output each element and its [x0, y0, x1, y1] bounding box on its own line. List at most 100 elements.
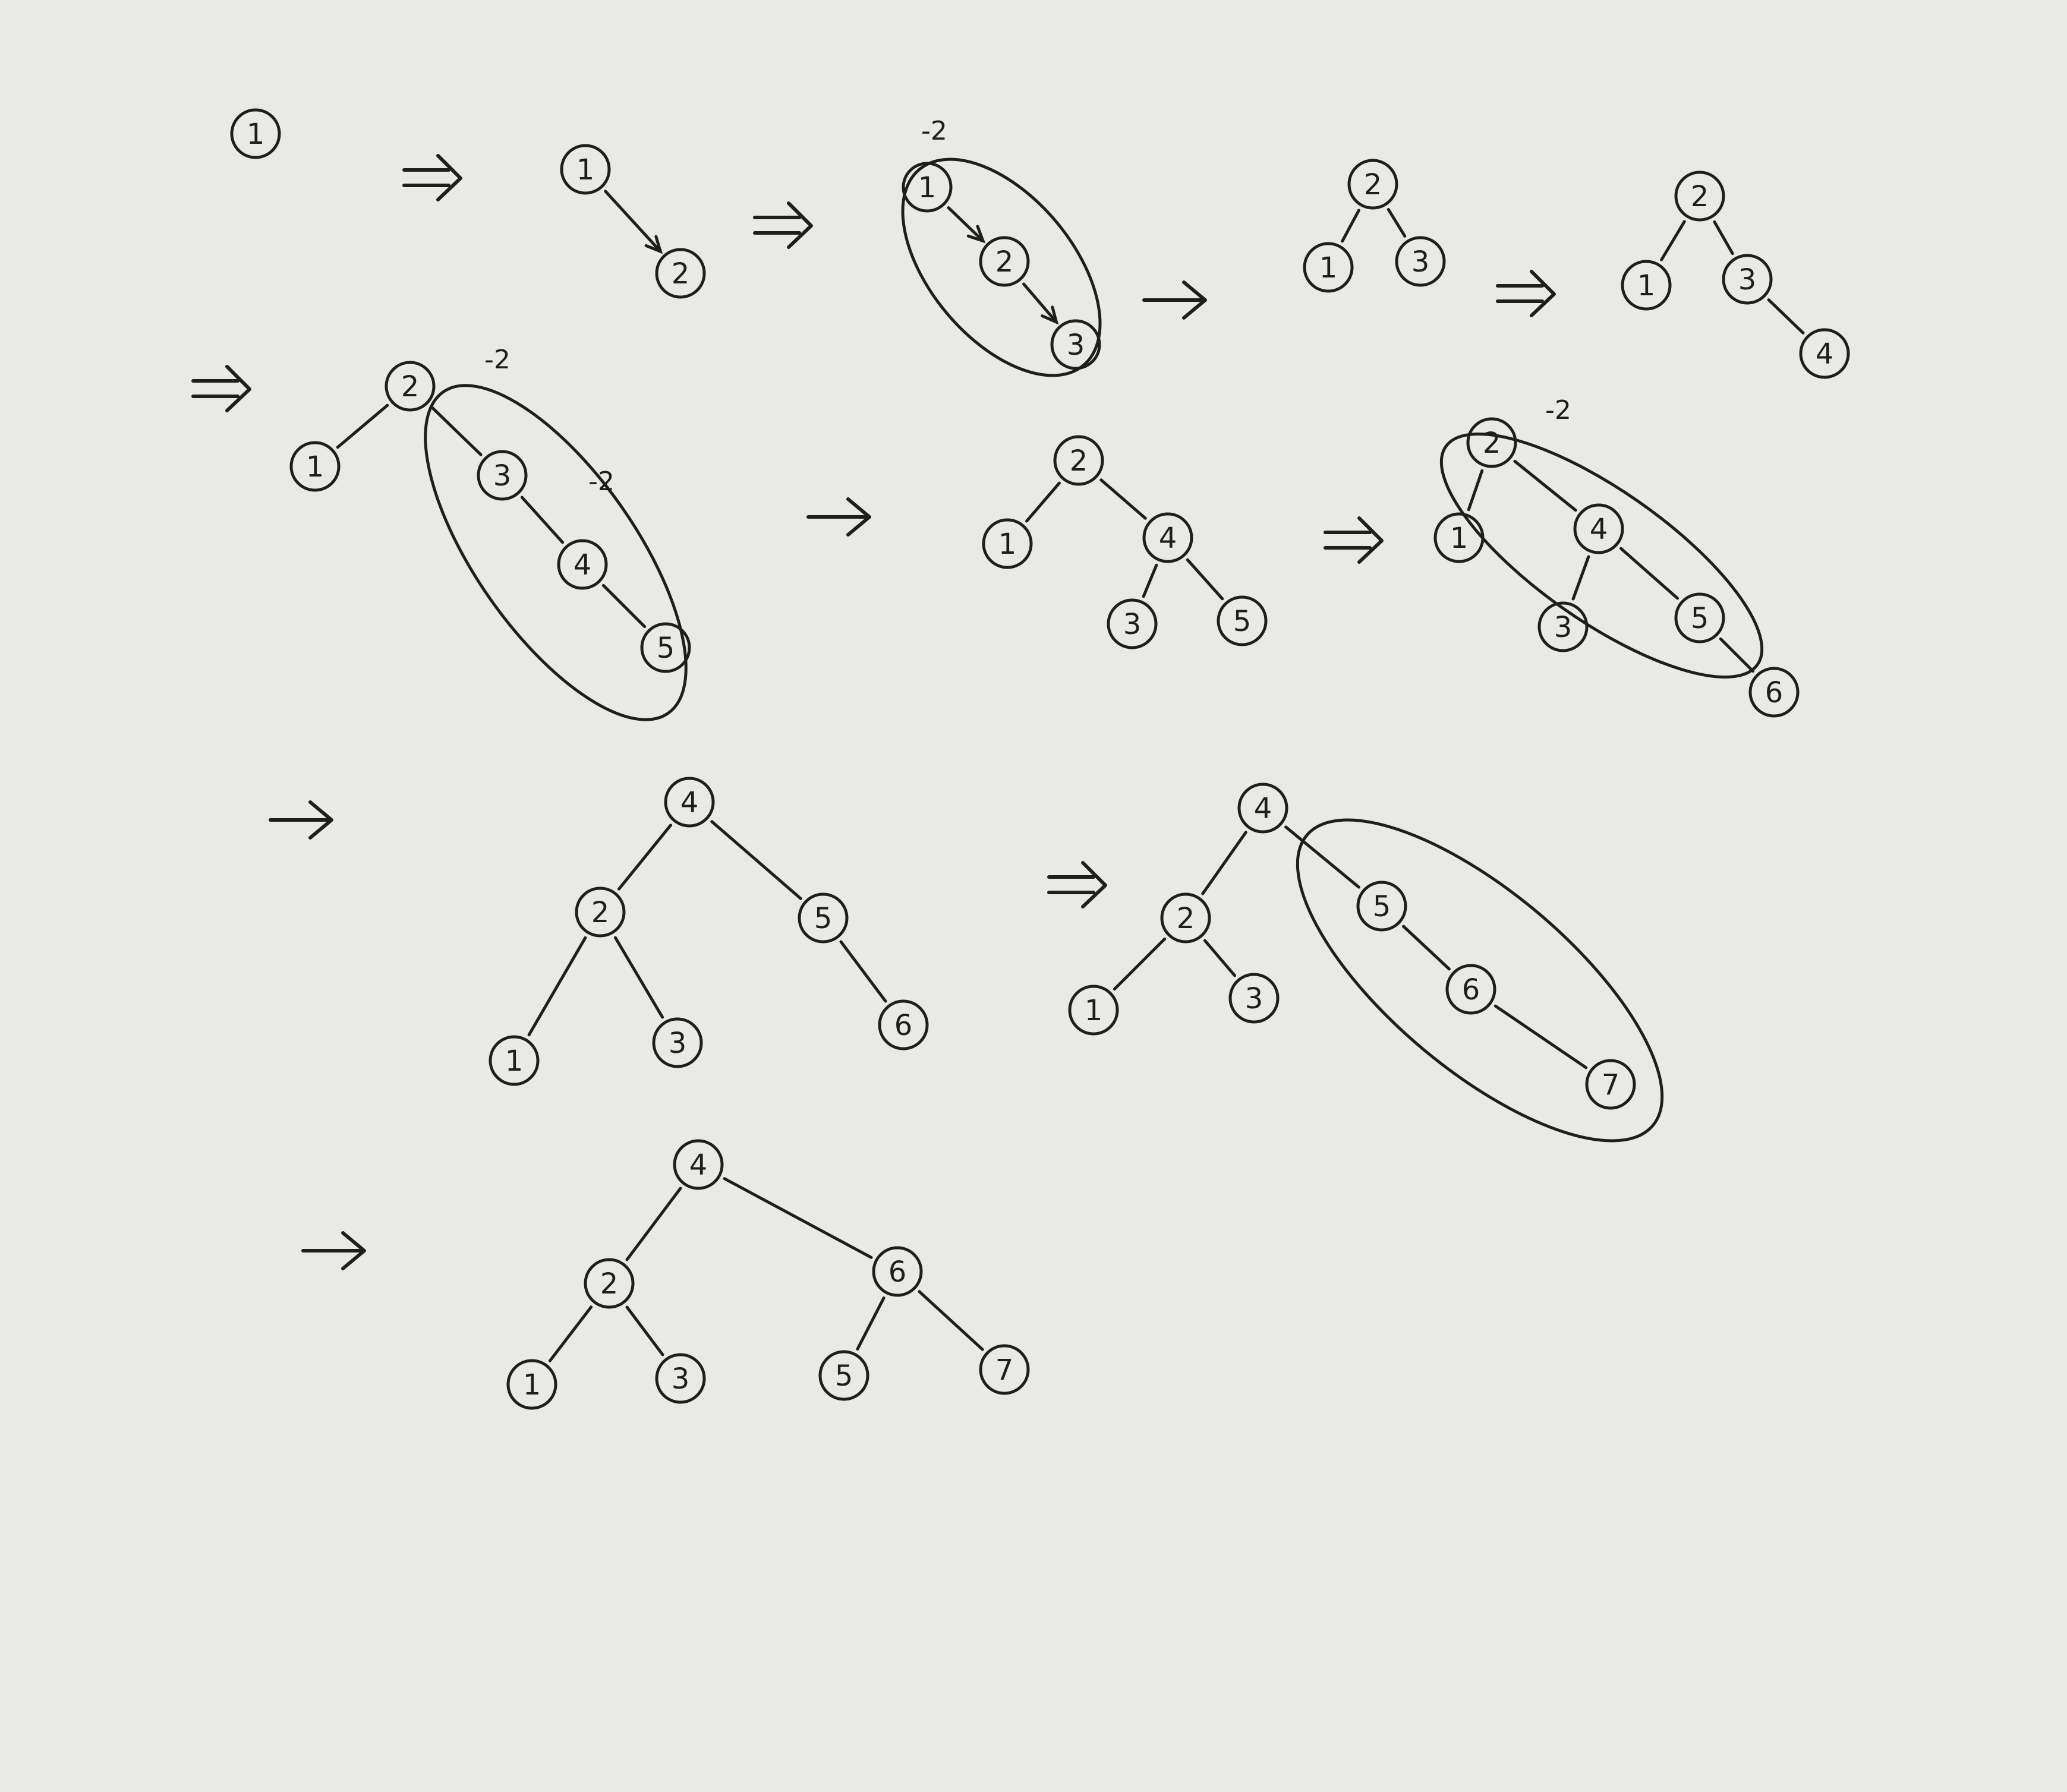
node-label: 5	[1373, 890, 1391, 923]
tree-edge	[527, 936, 587, 1037]
tree-node: 7	[1585, 1059, 1636, 1110]
avl-tree-step-2: 12	[560, 144, 706, 299]
node-circle	[1674, 171, 1725, 222]
tree-node: 2	[575, 886, 626, 938]
balance-factor: -2	[921, 116, 947, 146]
tree-node: 3	[1050, 319, 1101, 370]
tree-node: 5	[818, 1350, 869, 1401]
node-label: 4	[574, 548, 592, 582]
tree-node: 5	[1674, 592, 1725, 643]
rotation-highlight-loop	[424, 384, 688, 721]
tree-edge	[1713, 220, 1734, 255]
implies-arrow	[191, 365, 251, 412]
node-circle	[1433, 512, 1485, 563]
tree-edge	[1341, 209, 1360, 243]
node-label: 3	[1411, 245, 1430, 279]
node-circle	[798, 892, 849, 944]
tree-node: 4	[673, 1139, 724, 1190]
tree-edge	[601, 583, 647, 629]
edge-arrowhead	[966, 225, 986, 244]
tree-node: 2	[1674, 171, 1725, 222]
node-label: 2	[672, 257, 690, 291]
tree-edge	[1402, 925, 1451, 971]
tree-edge	[625, 1187, 682, 1261]
tree-node: 3	[1722, 254, 1773, 305]
tree-node: 3	[1537, 601, 1589, 652]
tree-node: 2	[385, 361, 436, 412]
tree-node: 5	[1356, 881, 1407, 932]
node-label: 5	[1233, 605, 1252, 638]
tree-edge	[1719, 637, 1755, 673]
node-label: 1	[505, 1045, 524, 1078]
node-label: 4	[1254, 792, 1272, 825]
node-circle	[1466, 417, 1517, 468]
tree-edge	[947, 206, 985, 242]
tree-node: 1	[902, 162, 953, 213]
tree-node: 5	[1217, 595, 1268, 646]
node-label: 2	[401, 370, 420, 403]
tree-node: 1	[289, 441, 341, 492]
node-circle	[979, 236, 1030, 287]
node-label: 2	[1483, 427, 1501, 460]
node-circle	[818, 1350, 869, 1401]
tree-node: 3	[1395, 236, 1446, 287]
step-arrow	[1142, 280, 1207, 320]
node-label: 1	[1085, 994, 1103, 1027]
node-label: 1	[998, 528, 1017, 561]
node-label: 3	[1245, 982, 1263, 1015]
tree-edge	[918, 1290, 984, 1351]
node-label: 5	[1691, 602, 1709, 635]
implies-arrow	[1324, 516, 1384, 564]
node-circle	[385, 361, 436, 412]
avl-tree-step-5: 2 1 34	[1621, 171, 1850, 379]
node-circle	[557, 539, 608, 590]
tree-node: 1	[489, 1035, 540, 1086]
node-circle	[1160, 892, 1211, 944]
tree-node: 1	[230, 108, 281, 159]
tree-node: 1	[506, 1359, 557, 1410]
node-circle	[1050, 319, 1101, 370]
tree-node: 3	[655, 1353, 706, 1404]
node-label: 3	[493, 459, 512, 493]
node-circle	[575, 886, 626, 938]
tree-edge	[1201, 831, 1247, 895]
implies-arrow	[402, 154, 462, 201]
step-arrow	[301, 1231, 366, 1270]
tree-edge	[1619, 547, 1680, 600]
tree-edge	[336, 403, 389, 449]
tree-node: 2	[1160, 892, 1211, 944]
tree-edge	[1513, 459, 1577, 512]
tree-edge	[604, 190, 662, 253]
node-circle	[673, 1139, 724, 1190]
tree-node: 4	[1142, 512, 1193, 563]
tree-node: 6	[872, 1246, 923, 1297]
tree-edge	[1022, 282, 1058, 324]
node-circle	[1748, 667, 1800, 718]
tree-node: 6	[878, 999, 929, 1050]
tree-node: 3	[652, 1017, 703, 1068]
node-label: 1	[1637, 269, 1656, 302]
rotation-highlight-loop	[1439, 433, 1764, 679]
tree-node: 1	[1621, 260, 1672, 311]
tree-node: 1	[1433, 512, 1485, 563]
node-label: 3	[1123, 608, 1142, 641]
tree-node: 4	[557, 539, 608, 590]
implies-arrow	[1496, 270, 1556, 317]
node-label: 3	[672, 1362, 690, 1396]
tree-node: 2	[584, 1258, 635, 1309]
tree-node: 4	[1799, 328, 1850, 379]
tree-node: 1	[1068, 985, 1119, 1036]
node-circle	[506, 1359, 557, 1410]
node-circle	[1228, 973, 1280, 1024]
rotation-highlight-loop	[1296, 818, 1664, 1143]
node-circle	[289, 441, 341, 492]
node-label: 5	[814, 902, 833, 935]
node-circle	[1068, 985, 1119, 1036]
edge-arrowhead	[644, 235, 663, 254]
balance-factor: -2	[588, 466, 615, 497]
node-label: 6	[894, 1009, 913, 1042]
node-label: 1	[576, 153, 595, 187]
node-label: 2	[1364, 168, 1382, 201]
